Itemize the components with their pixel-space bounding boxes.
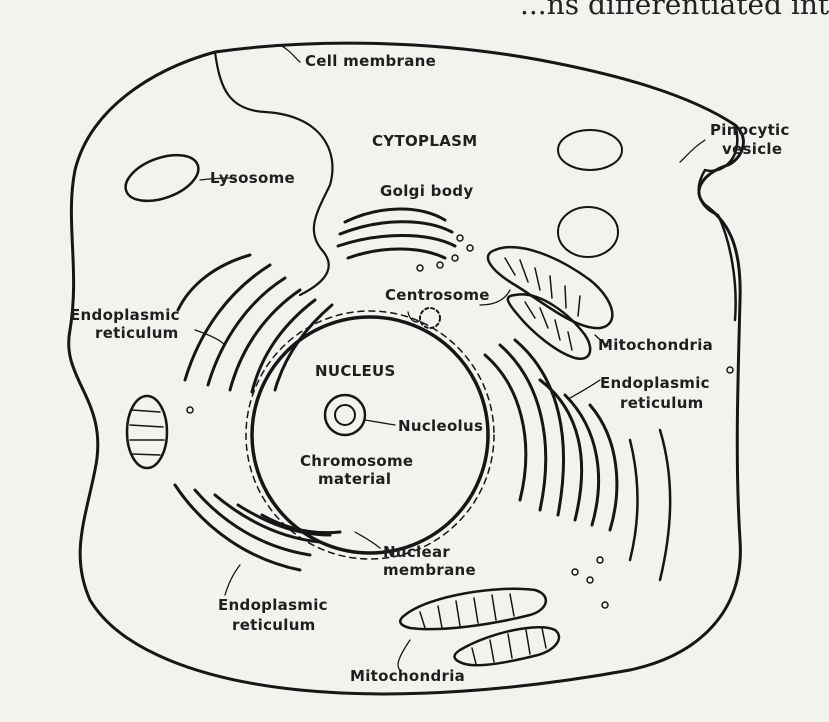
- header-fragment: ...ns differentiated into: [520, 0, 829, 21]
- label-er-left-2: reticulum: [95, 324, 179, 342]
- label-nucleolus: Nucleolus: [398, 417, 483, 435]
- label-nuclear-membrane-1: Nuclear: [383, 543, 450, 561]
- label-mitochondria-bottom: Mitochondria: [350, 667, 465, 685]
- label-lysosome: Lysosome: [210, 169, 295, 187]
- label-nuclear-membrane-2: membrane: [383, 561, 476, 579]
- label-pinocytic-1: Pinocytic: [710, 121, 790, 139]
- label-chromosome-2: material: [318, 470, 391, 488]
- label-chromosome-1: Chromosome: [300, 452, 413, 470]
- label-er-bottom-1: Endoplasmic: [218, 596, 328, 614]
- label-er-right-1: Endoplasmic: [600, 374, 710, 392]
- label-mitochondria-right: Mitochondria: [598, 336, 713, 354]
- label-nucleus: NUCLEUS: [315, 362, 396, 380]
- label-centrosome: Centrosome: [385, 286, 490, 304]
- label-er-right-2: reticulum: [620, 394, 704, 412]
- label-cell-membrane: Cell membrane: [305, 52, 436, 70]
- label-er-bottom-2: reticulum: [232, 616, 316, 634]
- label-golgi-body: Golgi body: [380, 182, 473, 200]
- label-er-left-1: Endoplasmic: [70, 306, 180, 324]
- label-cytoplasm: CYTOPLASM: [372, 132, 477, 150]
- label-pinocytic-2: vesicle: [722, 140, 782, 158]
